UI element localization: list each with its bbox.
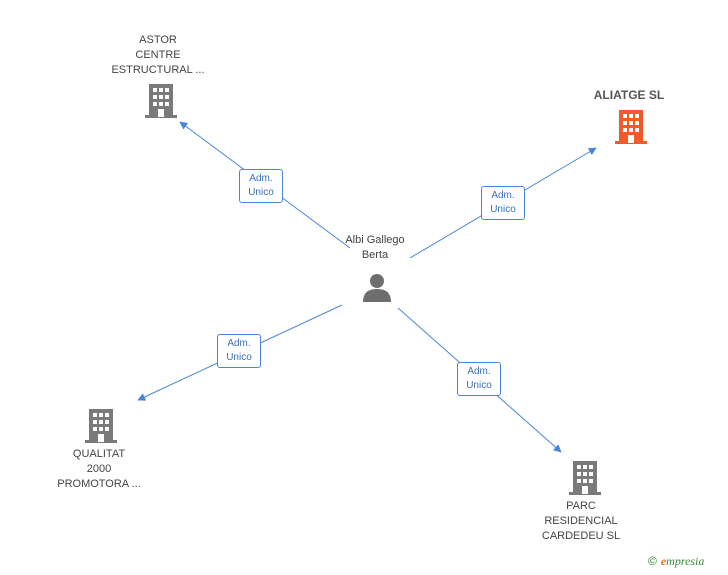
node-qualitat-line2: 2000 bbox=[86, 463, 112, 475]
edge-parc-role2: Unico bbox=[466, 380, 492, 391]
node-aliatge-line1: ALIATGE SL bbox=[593, 88, 665, 102]
node-parc-line3: CARDEDEU SL bbox=[541, 530, 621, 542]
edge-qualitat-role2: Unico bbox=[226, 352, 252, 363]
node-label-astor[interactable]: ASTOR CENTRE ESTRUCTURAL ... bbox=[93, 33, 223, 78]
node-qualitat-line3: PROMOTORA ... bbox=[57, 478, 141, 490]
brand-footer[interactable]: ©empresia bbox=[648, 554, 704, 569]
brand-name: mpresia bbox=[666, 554, 705, 568]
building-icon-aliatge[interactable] bbox=[615, 110, 647, 144]
edge-qualitat-role1: Adm. bbox=[227, 338, 251, 349]
edge-astor-role2: Unico bbox=[248, 187, 274, 198]
edge-aliatge-role1: Adm. bbox=[491, 190, 515, 201]
node-astor-line2: CENTRE bbox=[135, 49, 181, 61]
node-qualitat-line1: QUALITAT bbox=[72, 448, 126, 460]
edge-parc-role1: Adm. bbox=[467, 366, 491, 377]
copyright-icon: © bbox=[648, 554, 657, 568]
building-icon-astor[interactable] bbox=[145, 84, 177, 118]
center-name-line1: Albi Gallego bbox=[345, 234, 405, 246]
edge-label-qualitat[interactable]: Adm. Unico bbox=[217, 334, 261, 368]
node-parc-line1: PARC bbox=[566, 500, 596, 512]
person-icon[interactable] bbox=[362, 272, 392, 302]
edge-label-astor[interactable]: Adm. Unico bbox=[239, 169, 283, 203]
node-label-parc[interactable]: PARC RESIDENCIAL CARDEDEU SL bbox=[516, 499, 646, 544]
building-icon-parc[interactable] bbox=[569, 461, 601, 495]
center-name-line2: Berta bbox=[361, 249, 389, 261]
edge-label-parc[interactable]: Adm. Unico bbox=[457, 362, 501, 396]
edge-aliatge-role2: Unico bbox=[490, 204, 516, 215]
brand-initial: e bbox=[660, 554, 667, 568]
node-label-qualitat[interactable]: QUALITAT 2000 PROMOTORA ... bbox=[34, 447, 164, 492]
edge-astor-role1: Adm. bbox=[249, 173, 273, 184]
center-person-name[interactable]: Albi Gallego Berta bbox=[310, 233, 440, 263]
node-astor-line3: ESTRUCTURAL ... bbox=[111, 64, 205, 76]
node-parc-line2: RESIDENCIAL bbox=[544, 515, 618, 527]
edge-label-aliatge[interactable]: Adm. Unico bbox=[481, 186, 525, 220]
building-icon-qualitat[interactable] bbox=[85, 409, 117, 443]
node-label-aliatge[interactable]: ALIATGE SL bbox=[564, 88, 694, 103]
node-astor-line1: ASTOR bbox=[139, 34, 177, 46]
